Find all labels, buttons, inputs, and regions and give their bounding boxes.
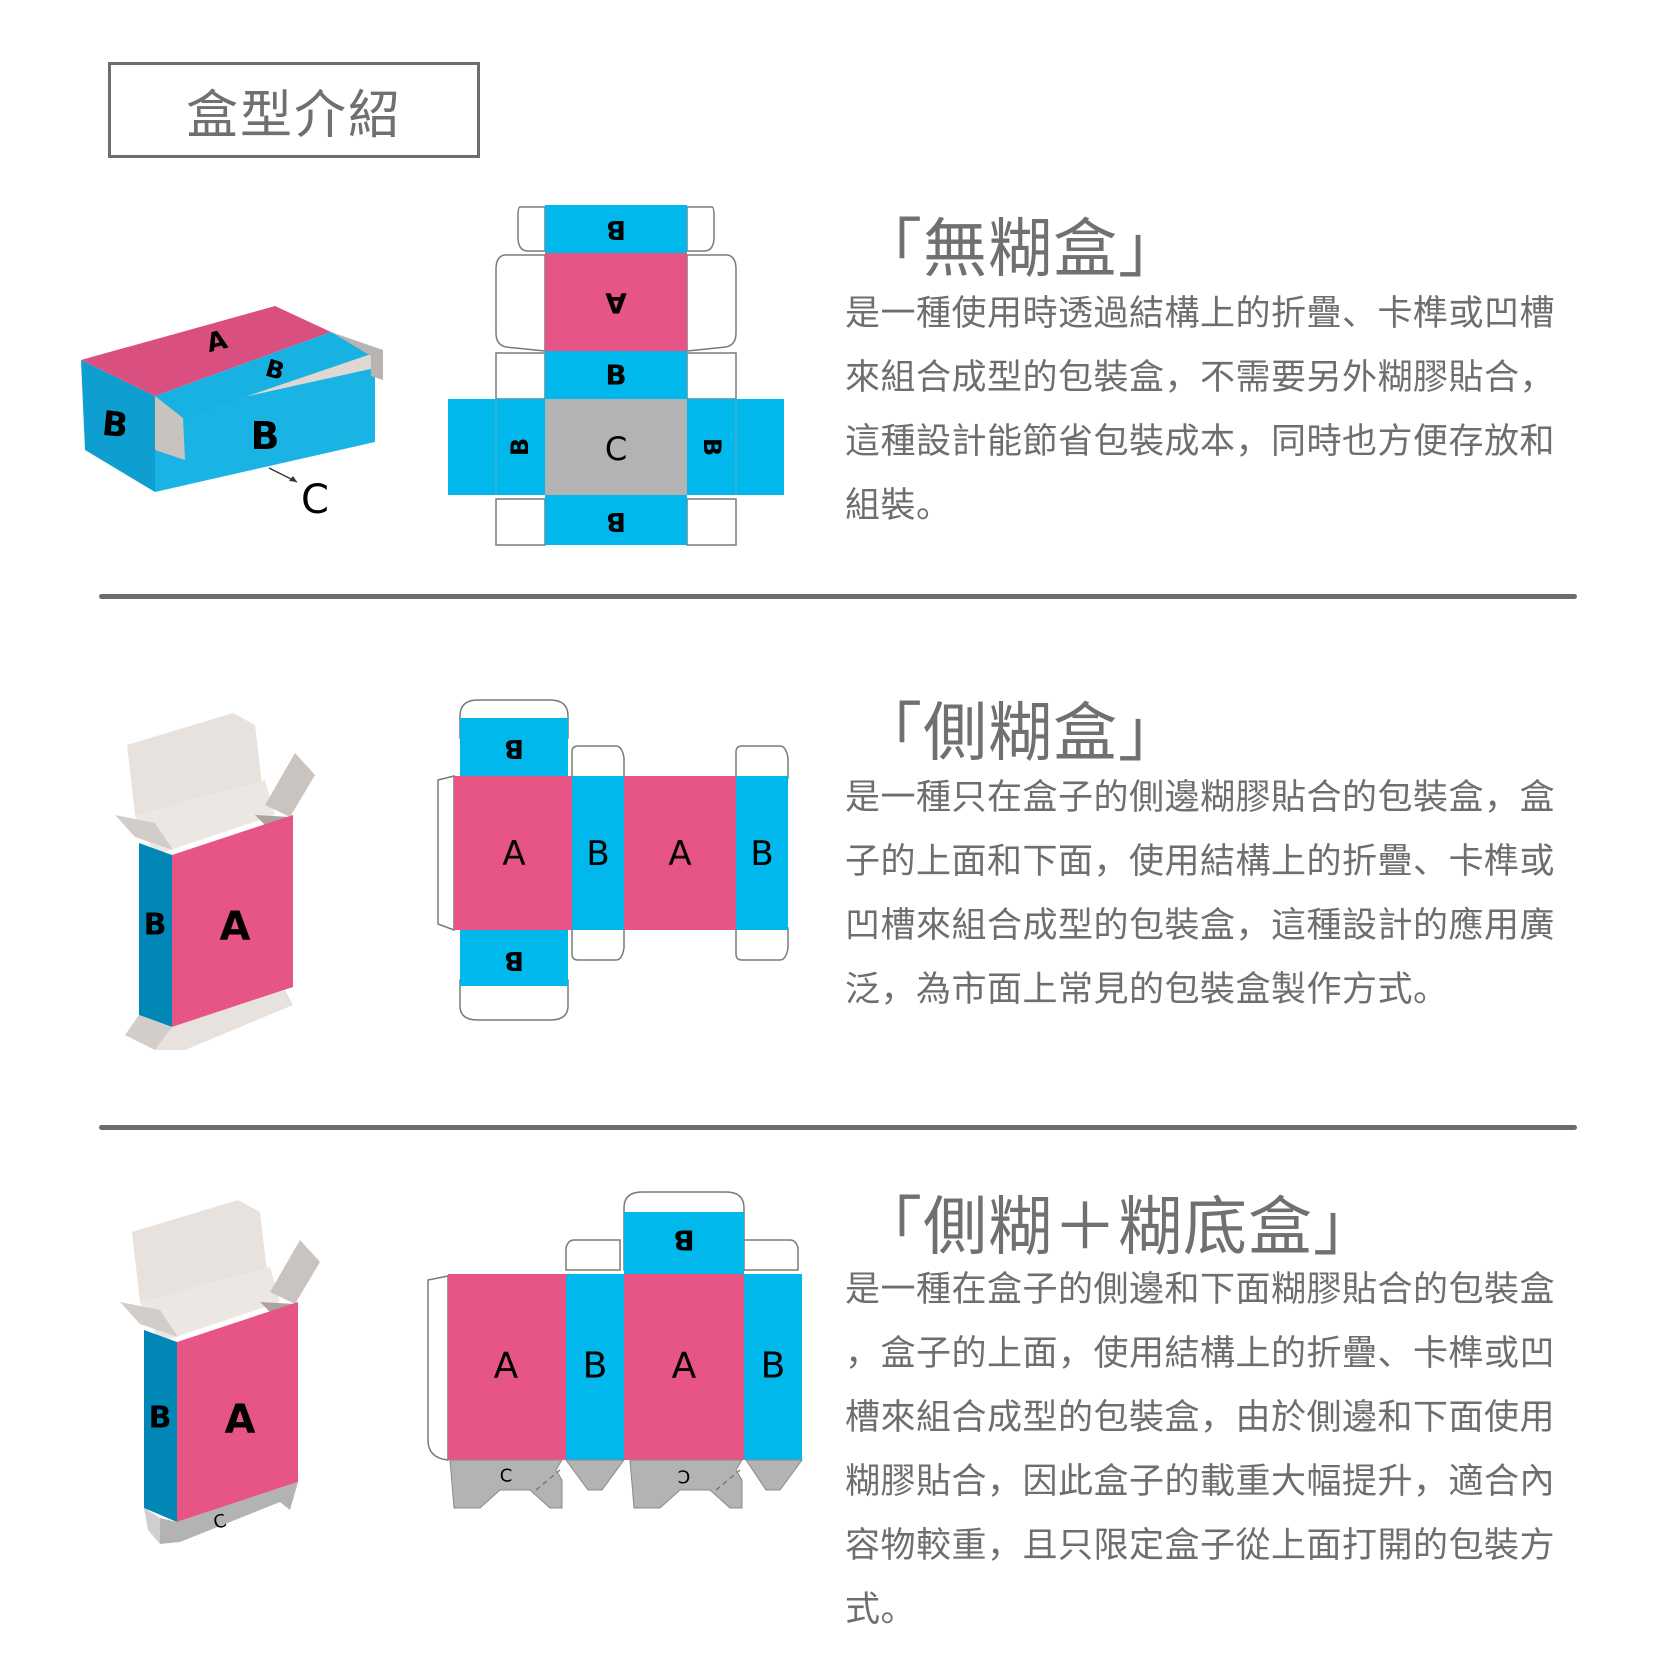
body-line: 是一種只在盒子的側邊糊膠貼合的包裝盒，盒 — [845, 778, 1556, 818]
dieline-panel-b1: B — [586, 834, 609, 874]
dieline-bottom-c2: C — [678, 1466, 691, 1487]
body-line: 式。 — [845, 1590, 917, 1630]
section-divider — [99, 594, 1577, 599]
body-line: 子的上面和下面，使用結構上的折疊、卡榫或 — [845, 842, 1556, 882]
box3d-side-label: B — [149, 1401, 172, 1436]
dieline-panel-b1: B — [583, 1346, 608, 1387]
box3d-callout-label: C — [301, 477, 329, 523]
box3d-front-label: A — [220, 904, 251, 950]
dieline-label-bottom-b: B — [606, 506, 626, 536]
side-glue-box-dieline: B B A B A B — [437, 699, 789, 1021]
side-bottom-glue-box-3d-illustration: A B C — [120, 1200, 320, 1544]
section-body: 是一種在盒子的側邊和下面糊膠貼合的包裝盒 ，盒子的上面，使用結構上的折疊、卡榫或… — [845, 1258, 1605, 1642]
dieline-top-flap-label: B — [504, 733, 524, 763]
body-line: ，盒子的上面，使用結構上的折疊、卡榫或凹 — [845, 1334, 1556, 1374]
body-line: 泛，為市面上常見的包裝盒製作方式。 — [845, 970, 1449, 1010]
section-heading: 「側糊＋糊底盒」 — [858, 1191, 1378, 1265]
dieline-panel-a1: A — [502, 834, 525, 874]
section-body: 是一種使用時透過結構上的折疊、卡榫或凹槽 來組合成型的包裝盒，不需要另外糊膠貼合… — [845, 282, 1605, 538]
dieline-label-top-b: B — [606, 214, 626, 244]
no-glue-box-3d-illustration: A B B B C — [81, 306, 383, 523]
dieline-label-b: B — [605, 359, 626, 392]
dieline-label-left-b: B — [506, 438, 534, 456]
section-body: 是一種只在盒子的側邊糊膠貼合的包裝盒，盒 子的上面和下面，使用結構上的折疊、卡榫… — [845, 766, 1605, 1022]
dieline-top-flap-label: B — [673, 1224, 694, 1257]
section-divider — [99, 1125, 1577, 1130]
dieline-label-right-b: B — [698, 438, 726, 456]
box3d-bottom-label: C — [211, 1510, 229, 1534]
side-glue-box-3d-illustration: A B — [115, 713, 315, 1050]
dieline-label-c: C — [605, 430, 627, 468]
body-line: 容物較重，且只限定盒子從上面打開的包裝方 — [845, 1526, 1556, 1566]
dieline-panel-a2: A — [672, 1346, 697, 1387]
body-line: 糊膠貼合，因此盒子的載重大幅提升，適合內 — [845, 1462, 1556, 1502]
section-heading: 「側糊盒」 — [858, 697, 1183, 771]
side-bottom-glue-box-dieline: B A B A B C C — [427, 1191, 803, 1509]
body-line: 來組合成型的包裝盒，不需要另外糊膠貼合， — [845, 358, 1556, 398]
body-line: 組裝。 — [845, 486, 952, 526]
section-heading: 「無糊盒」 — [858, 213, 1183, 287]
body-line: 是一種在盒子的側邊和下面糊膠貼合的包裝盒 — [845, 1270, 1556, 1310]
dieline-panel-b2: B — [761, 1346, 786, 1387]
dieline-bottom-flap-label: B — [504, 945, 524, 975]
no-glue-box-dieline: B A B C B B B — [448, 205, 784, 546]
page-title-box: 盒型介紹 — [108, 62, 480, 158]
box3d-front-label: B — [251, 414, 280, 458]
dieline-bottom-c1: C — [500, 1466, 513, 1487]
dieline-label-a: A — [605, 287, 627, 320]
box3d-front-label: A — [225, 1397, 256, 1443]
box3d-side-label: B — [144, 908, 167, 943]
dieline-panel-a1: A — [494, 1346, 519, 1387]
body-line: 槽來組合成型的包裝盒，由於側邊和下面使用 — [845, 1398, 1556, 1438]
body-line: 這種設計能節省包裝成本，同時也方便存放和 — [845, 422, 1556, 462]
dieline-panel-b2: B — [750, 834, 773, 874]
body-line: 是一種使用時透過結構上的折疊、卡榫或凹槽 — [845, 294, 1556, 334]
box3d-side-label: B — [100, 404, 130, 446]
dieline-panel-a2: A — [668, 834, 691, 874]
body-line: 凹槽來組合成型的包裝盒，這種設計的應用廣 — [845, 906, 1556, 946]
page-title: 盒型介紹 — [185, 85, 402, 146]
